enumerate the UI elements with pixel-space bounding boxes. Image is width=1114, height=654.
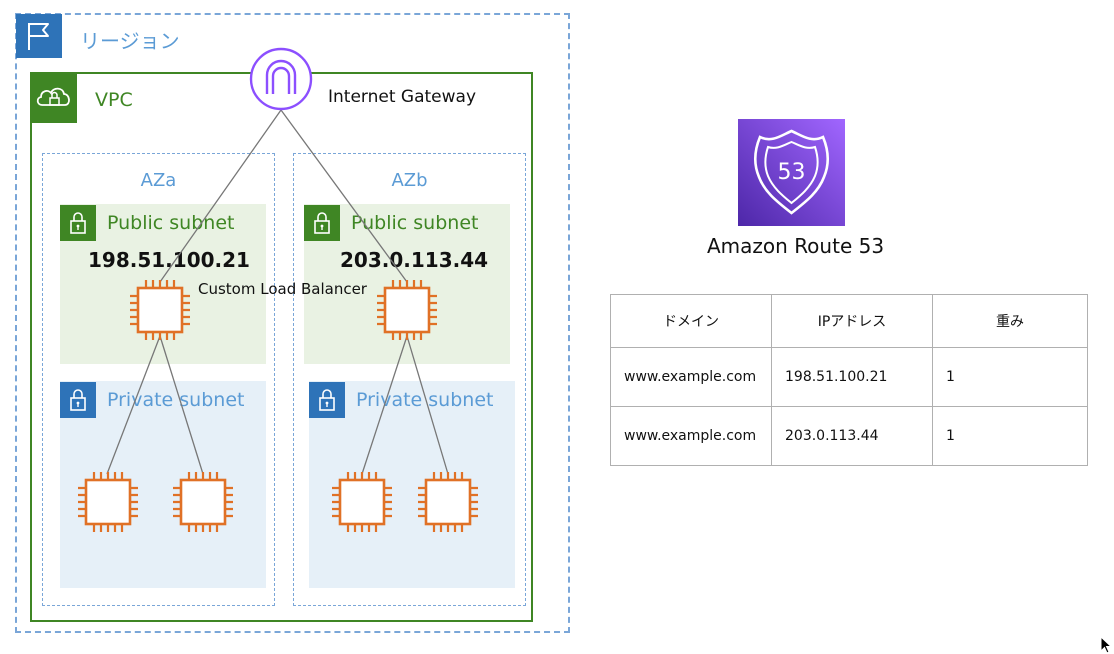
mouse-cursor-icon [1100, 636, 1112, 654]
cell-weight: 1 [932, 406, 1088, 466]
ec2-instance-icon [418, 472, 478, 532]
internet-gateway-icon [248, 46, 314, 112]
az-b-public-ip: 203.0.113.44 [340, 248, 489, 272]
cloud-lock-icon [31, 73, 77, 123]
cell-ip-address: 203.0.113.44 [771, 406, 933, 466]
az-b-private-subnet-label: Private subnet [356, 389, 494, 411]
ec2-instance-icon [130, 280, 190, 340]
az-b-label: AZb [391, 170, 428, 191]
custom-load-balancer-label: Custom Load Balancer [198, 280, 367, 298]
ec2-instance-icon [78, 472, 138, 532]
az-a-boundary [42, 153, 275, 606]
column-header-ip-address: IPアドレス [771, 294, 933, 348]
az-a-public-subnet-label: Public subnet [107, 212, 235, 234]
route53-badge-number: 53 [778, 160, 806, 185]
lock-icon [60, 205, 96, 241]
flag-icon [16, 14, 62, 58]
az-b-boundary [293, 153, 526, 606]
az-a-private-subnet-label: Private subnet [107, 389, 245, 411]
ec2-instance-icon [332, 472, 392, 532]
cell-ip-address: 198.51.100.21 [771, 347, 933, 407]
cell-domain: www.example.com [610, 347, 772, 407]
table-row: www.example.com 198.51.100.21 1 [610, 347, 1088, 407]
route53-shield-icon: 53 [738, 119, 845, 226]
internet-gateway-label: Internet Gateway [328, 87, 477, 107]
table-row: www.example.com 203.0.113.44 1 [610, 406, 1088, 466]
lock-icon [60, 382, 96, 418]
column-header-weight: 重み [932, 294, 1088, 348]
az-a-public-ip: 198.51.100.21 [88, 248, 250, 272]
ec2-instance-icon [173, 472, 233, 532]
lock-icon [304, 205, 340, 241]
lock-icon [309, 382, 345, 418]
cell-weight: 1 [932, 347, 1088, 407]
ec2-instance-icon [377, 280, 437, 340]
region-label: リージョン [80, 29, 180, 53]
region-boundary [15, 13, 570, 633]
az-b-public-subnet-label: Public subnet [351, 212, 479, 234]
cell-domain: www.example.com [610, 406, 772, 466]
column-header-domain: ドメイン [610, 294, 772, 348]
az-a-label: AZa [140, 170, 177, 191]
route53-label: Amazon Route 53 [707, 234, 885, 258]
table-header-row: ドメイン IPアドレス 重み [610, 294, 1088, 348]
dns-record-table: ドメイン IPアドレス 重み www.example.com 198.51.10… [610, 294, 1088, 466]
vpc-label: VPC [95, 89, 133, 111]
